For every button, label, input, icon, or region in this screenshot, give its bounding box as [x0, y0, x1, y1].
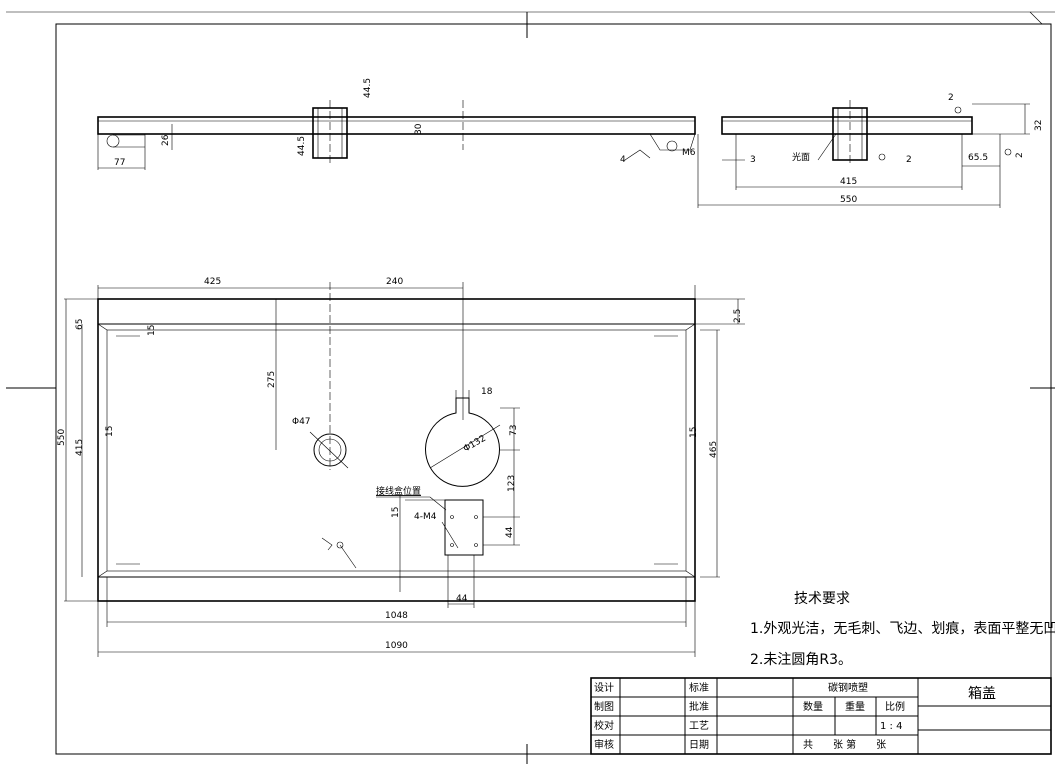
- tech-item-2: 2.未注圆角R3。: [750, 652, 852, 668]
- dim-77: 77: [114, 158, 125, 168]
- label-4-m4: 4-M4: [414, 512, 437, 522]
- dim-3: 3: [750, 155, 756, 165]
- tb-design: 设计: [594, 681, 614, 694]
- dim-73: 73: [509, 425, 519, 436]
- dim-phi47: Φ47: [292, 417, 311, 427]
- tb-approve: 批准: [689, 700, 709, 713]
- dim-phi132: Φ132: [462, 434, 488, 455]
- dim-123: 123: [507, 475, 517, 492]
- dim-2-side: 2: [1015, 152, 1025, 158]
- label-m6: M6: [682, 148, 696, 158]
- hole-phi47-outer: [313, 433, 347, 467]
- dim-65-5: 65.5: [968, 153, 988, 163]
- dim-26: 26: [161, 134, 171, 146]
- dim-4-5-top: 44.5: [363, 78, 373, 98]
- hole-phi47-inner: [318, 438, 342, 462]
- dim-15-b: 15: [105, 426, 115, 437]
- tb-weight: 重量: [845, 700, 865, 713]
- dim-18: 18: [481, 387, 493, 397]
- side-plate: [721, 116, 973, 135]
- dim-1090: 1090: [385, 641, 408, 651]
- dim-30: 30: [414, 123, 424, 135]
- label-junction: 接线盒位置: [376, 485, 421, 497]
- label-surface: 光面: [792, 151, 810, 163]
- dim-1048: 1048: [385, 611, 408, 621]
- tb-scale-value: 1 : 4: [880, 721, 902, 732]
- tb-standard: 标准: [689, 682, 709, 694]
- tb-drawing: 制图: [594, 700, 614, 713]
- dim-415-side: 415: [840, 177, 857, 187]
- tb-material: 碳钢喷塑: [828, 681, 868, 694]
- side-view: [697, 100, 1030, 208]
- tb-review: 审核: [594, 738, 614, 751]
- dim-2-5: 2.5: [733, 309, 743, 323]
- tb-scale-label: 比例: [885, 700, 905, 713]
- tech-title: 技术要求: [794, 591, 850, 607]
- dim-44-v: 44: [505, 526, 515, 538]
- junction-box: [444, 499, 484, 556]
- sheet-border: [55, 23, 1052, 755]
- tb-date: 日期: [689, 739, 709, 751]
- dim-15-d: 15: [391, 507, 401, 518]
- front-plate: [97, 116, 696, 135]
- tb-sheets: 共 张 第 张: [803, 738, 886, 751]
- tb-process: 工艺: [689, 720, 709, 732]
- keyhole-phi132: [425, 397, 500, 487]
- dim-32: 32: [1034, 120, 1044, 131]
- dim-2-top: 2: [948, 93, 954, 103]
- plan-inner: [97, 323, 696, 578]
- tb-quantity: 数量: [803, 700, 823, 713]
- title-block: [590, 677, 1052, 755]
- dim-415-plan: 415: [75, 439, 85, 456]
- dim-425: 425: [204, 277, 221, 287]
- plan-view: [64, 282, 745, 657]
- dim-275: 275: [267, 371, 277, 388]
- tb-part-name: 箱盖: [968, 686, 996, 702]
- dim-4-5-bottom: 44.5: [297, 136, 307, 156]
- weld-2: 2: [906, 155, 912, 165]
- dim-240: 240: [386, 277, 403, 287]
- front-view: [97, 100, 696, 170]
- dim-15-c: 15: [689, 427, 699, 438]
- tech-item-1: 1.外观光洁，无毛刺、飞边、划痕，表面平整无凹陷。: [750, 621, 1055, 637]
- dim-465: 465: [709, 441, 719, 458]
- dim-550-side: 550: [840, 195, 857, 205]
- tb-check: 校对: [594, 719, 614, 732]
- weld-4: 4: [620, 155, 626, 165]
- dim-44-h: 44: [456, 594, 468, 604]
- plan-outer: [97, 298, 696, 602]
- dim-550-plan: 550: [57, 429, 67, 446]
- dim-15-a: 15: [147, 325, 157, 336]
- top-right-mark: [1029, 11, 1043, 25]
- dim-65: 65: [75, 319, 85, 330]
